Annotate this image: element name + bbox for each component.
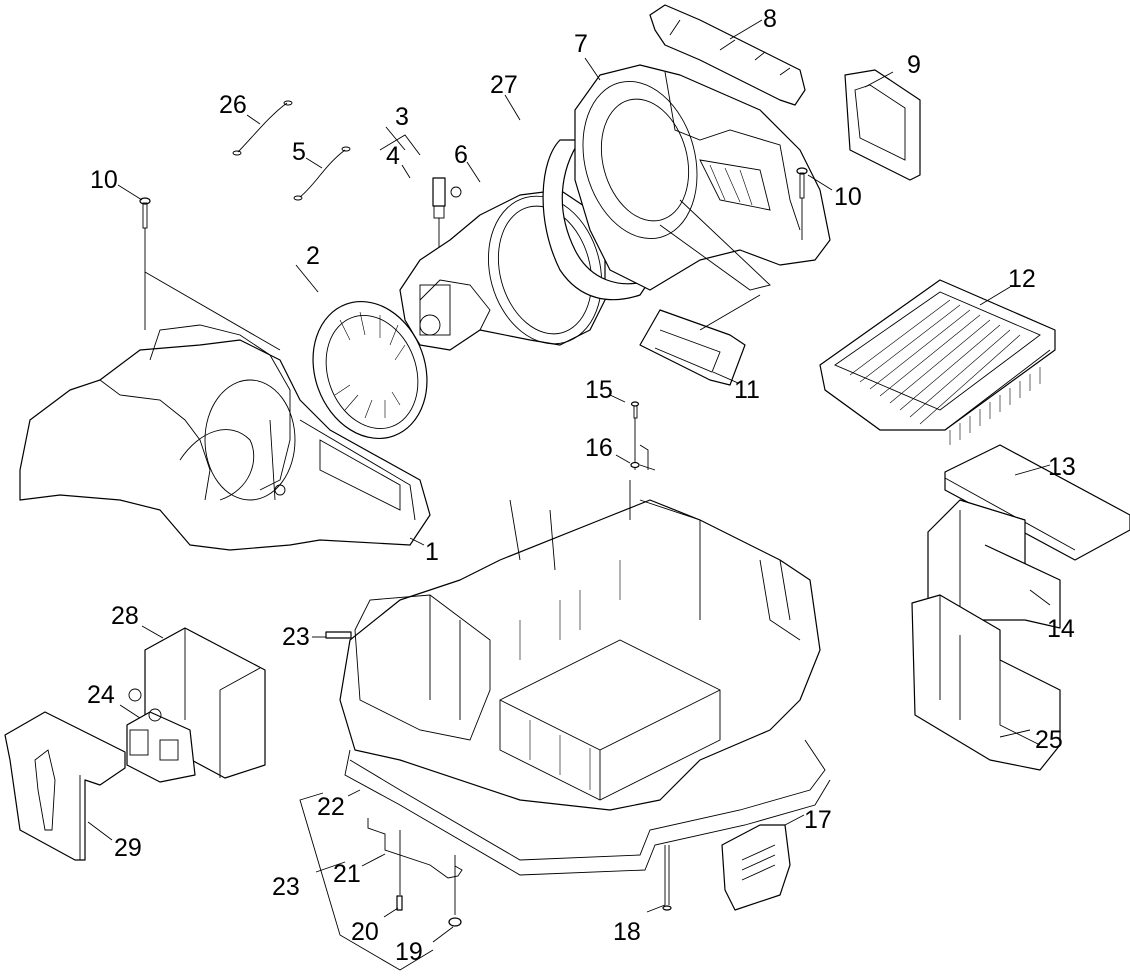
part-top-duct — [649, 4, 806, 106]
part-filter-pad — [944, 444, 1130, 561]
callout-15: 15 — [585, 376, 613, 404]
part-cover-29 — [4, 711, 126, 861]
callout-6: 6 — [454, 141, 468, 169]
part-washer-19 — [448, 917, 462, 927]
part-pin-23 — [325, 631, 352, 639]
callout-7: 7 — [574, 30, 588, 58]
callout-29: 29 — [114, 834, 142, 862]
part-upper-housing — [19, 324, 431, 551]
part-wire-lead-26 — [232, 100, 293, 156]
group-outline-23 — [299, 792, 434, 971]
callout-labels: 1 2 3 4 5 6 7 8 9 10 10 11 12 13 14 15 1… — [87, 5, 1076, 966]
part-base-tray — [339, 480, 831, 876]
callout-11: 11 — [734, 376, 760, 404]
part-screw-10-right — [796, 167, 808, 240]
callout-12: 12 — [1008, 265, 1036, 293]
callout-2: 2 — [306, 242, 320, 270]
part-screw-20 — [396, 895, 403, 911]
callout-20: 20 — [351, 918, 379, 946]
callout-24: 24 — [87, 681, 115, 709]
callout-19: 19 — [395, 938, 423, 966]
callout-25: 25 — [1035, 726, 1063, 754]
part-control-board-24 — [126, 688, 196, 783]
callout-3: 3 — [395, 103, 409, 131]
callout-23-pin: 23 — [282, 623, 310, 651]
callout-22: 22 — [317, 793, 345, 821]
part-bracket-21 — [367, 818, 463, 915]
callout-1: 1 — [425, 538, 439, 566]
part-long-screw-18 — [662, 845, 672, 911]
callout-17: 17 — [804, 806, 832, 834]
callout-5: 5 — [292, 138, 306, 166]
callout-8: 8 — [763, 5, 777, 33]
callout-10-right: 10 — [834, 183, 862, 211]
callout-28: 28 — [111, 602, 139, 630]
callout-26: 26 — [219, 91, 247, 119]
callout-16: 16 — [585, 434, 613, 462]
callout-23-group: 23 — [272, 873, 300, 901]
part-inlet-filter — [639, 294, 761, 386]
part-clip-16 — [630, 444, 656, 471]
part-foam-block — [927, 499, 1061, 629]
part-screw-15 — [630, 401, 640, 470]
part-grille — [721, 824, 791, 911]
part-wire-lead-5 — [293, 146, 351, 201]
callout-9: 9 — [907, 51, 921, 79]
part-screw-10-left — [139, 197, 281, 351]
part-front-ring — [312, 300, 428, 440]
callout-14: 14 — [1047, 615, 1075, 643]
part-pleated-filter — [819, 279, 1056, 445]
callout-4: 4 — [386, 142, 400, 170]
callout-13: 13 — [1048, 453, 1076, 481]
callout-10-left: 10 — [90, 166, 118, 194]
leader-lines — [87, 19, 1051, 943]
part-fan-housing — [574, 64, 831, 291]
callout-27: 27 — [490, 71, 518, 99]
part-filter-box — [911, 594, 1061, 771]
callout-18: 18 — [613, 918, 641, 946]
part-filter-frame — [844, 69, 921, 181]
callout-21: 21 — [333, 860, 361, 888]
